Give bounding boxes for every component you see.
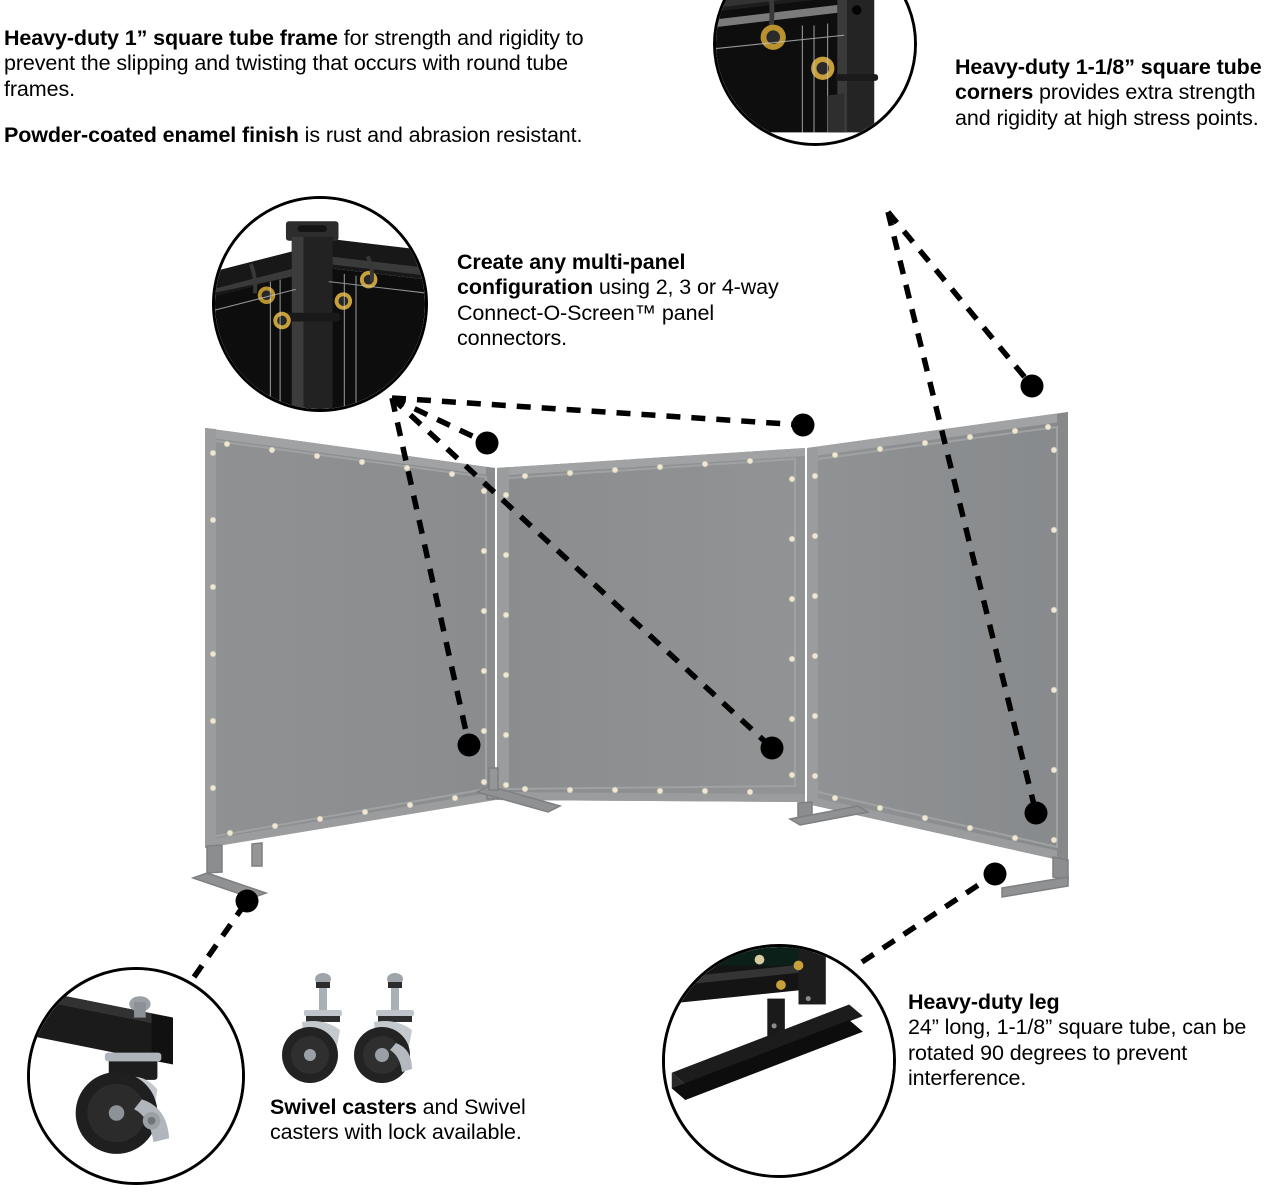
callout-casters: Swivel casters and Swivel casters with l… xyxy=(270,1095,600,1146)
callout-leg-bold1: Heavy-duty leg xyxy=(908,990,1060,1014)
grommet-set-right xyxy=(811,423,1058,844)
callout-leg: Heavy-duty leg 24” long, 1-1/8” square t… xyxy=(908,990,1280,1091)
screen-panel-right xyxy=(807,412,1068,862)
photo-corner-bracket xyxy=(713,0,917,146)
callout-frame-bold1: Heavy-duty 1” square tube frame xyxy=(4,26,338,50)
callout-leg-para2: 24” long, 1-1/8” square tube, can be rot… xyxy=(908,1015,1247,1091)
grommet-set-center xyxy=(502,457,796,796)
swivel-casters-art xyxy=(268,965,433,1095)
callout-leg-para1: Heavy-duty leg xyxy=(908,990,1280,1015)
caster-with-lock xyxy=(354,973,414,1083)
callout-frame-rest2: is rust and abrasion resistant. xyxy=(298,122,583,147)
callout-multi-para1: Create any multi-panel configuration usi… xyxy=(457,250,797,351)
callout-caster-rest1: and Swivel casters with lock available. xyxy=(270,1095,526,1145)
grommet-set-left xyxy=(209,440,488,837)
callout-frame-para2: Powder-coated enamel finish is rust and … xyxy=(4,123,594,148)
callout-corners-bold1: Heavy-duty 1-1/8” square tube corners xyxy=(955,55,1262,105)
leader-multi-to-left-mid xyxy=(389,397,472,746)
callout-multi-rest1: using 2, 3 or 4-way Connect-O-Screen™ pa… xyxy=(457,275,779,351)
leader-corner-to-lower xyxy=(885,211,1039,814)
screen-panel-center xyxy=(497,448,805,802)
panel-connector-art xyxy=(215,199,425,409)
caster-plain xyxy=(282,973,342,1083)
photo-swivel-casters xyxy=(268,965,433,1095)
callout-caster-bold1: Swivel casters xyxy=(270,1095,417,1119)
photo-caster-on-leg xyxy=(27,967,245,1185)
callout-frame-rest1: for strength and rigidity to prevent the… xyxy=(4,26,584,101)
callout-multi-panel: Create any multi-panel configuration usi… xyxy=(457,250,797,351)
leader-caster-to-foot xyxy=(191,899,250,979)
callout-corners-rest1: provides extra strength and rigidity at … xyxy=(955,80,1259,130)
caster-on-leg-art xyxy=(30,970,242,1182)
callout-frame: Heavy-duty 1” square tube frame for stre… xyxy=(4,26,594,148)
photo-panel-connector xyxy=(212,196,428,412)
callout-caster-para1: Swivel casters and Swivel casters with l… xyxy=(270,1095,600,1146)
leader-multi-to-center-mid xyxy=(390,395,774,751)
corner-bracket-art xyxy=(716,0,914,143)
leader-multi-to-right-top xyxy=(391,395,804,428)
photo-heavy-duty-leg xyxy=(662,944,896,1178)
callout-multi-bold1: Create any multi-panel configuration xyxy=(457,250,686,300)
callout-corners: Heavy-duty 1-1/8” square tube corners pr… xyxy=(955,55,1280,131)
callout-corners-para1: Heavy-duty 1-1/8” square tube corners pr… xyxy=(955,55,1280,131)
callout-frame-bold2: Powder-coated enamel finish xyxy=(4,122,299,147)
screen-panel-left xyxy=(205,428,495,848)
heavy-duty-leg-art xyxy=(665,947,893,1175)
screen-legs xyxy=(190,767,1069,899)
callout-frame-para1: Heavy-duty 1” square tube frame for stre… xyxy=(4,26,594,102)
leader-endpoint-dots xyxy=(235,374,1048,913)
leader-corner-to-upper xyxy=(885,210,1035,388)
